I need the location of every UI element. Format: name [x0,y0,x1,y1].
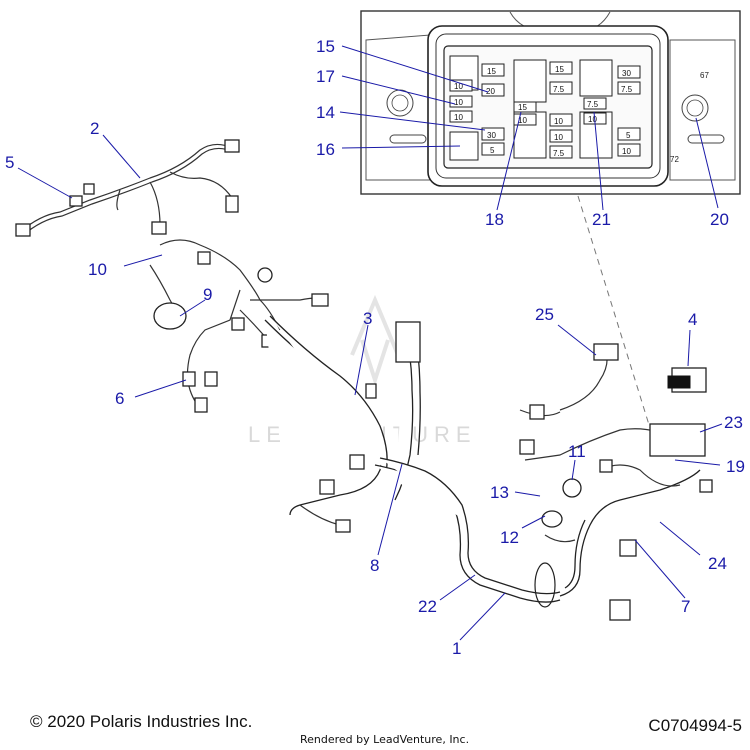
fuse: 10 [513,113,537,126]
callout-20: 20 [710,210,729,229]
rendered-by-text: Rendered by LeadVenture, Inc. [300,733,470,746]
svg-text:15: 15 [487,67,496,76]
svg-text:10: 10 [454,113,463,122]
copyright-text: © 2020 Polaris Industries Inc. [30,712,253,731]
fuse: 15 [549,61,573,75]
callout-12: 12 [500,528,519,547]
callout-3: 3 [363,309,372,328]
leader-lines [17,45,723,641]
callout-7: 7 [681,597,690,616]
svg-text:10: 10 [622,147,631,156]
svg-text:10: 10 [518,116,527,125]
fuse: 15 [481,63,505,77]
svg-text:10: 10 [554,117,563,126]
fuse: 10 [549,129,573,143]
fuse: 7.5 [617,81,641,95]
fuse: 10 [449,95,473,108]
svg-text:7.5: 7.5 [621,85,633,94]
fuse: 15 [513,101,537,113]
callouts: 1 2 3 4 5 6 7 8 9 10 11 12 13 15 17 14 1… [5,37,745,658]
fuse-box-side-number: 67 [700,71,709,80]
callout-5: 5 [5,153,14,172]
fuse: 10 [549,113,573,127]
label-decal [667,375,691,389]
svg-text:5: 5 [490,146,495,155]
fuse: 7.5 [549,81,573,95]
svg-text:20: 20 [486,87,495,96]
callout-2: 2 [90,119,99,138]
fuse: 10 [449,110,473,123]
svg-text:10: 10 [554,133,563,142]
inset-link-line [577,195,651,429]
callout-23: 23 [724,413,743,432]
callout-13: 13 [490,483,509,502]
callout-10: 10 [88,260,107,279]
callout-4: 4 [688,310,697,329]
svg-text:15: 15 [555,65,564,74]
fuse: 7.5 [549,145,573,159]
fuse: 30 [617,65,641,79]
svg-text:10: 10 [588,115,597,124]
callout-21: 21 [592,210,611,229]
fuse: 5 [481,142,505,156]
svg-text:7.5: 7.5 [553,85,565,94]
svg-text:10: 10 [454,98,463,107]
callout-14: 14 [316,103,335,122]
callout-8: 8 [370,556,379,575]
fuse: 7.5 [583,97,607,110]
fuse: 10 [449,79,473,92]
callout-24: 24 [708,554,727,573]
harness-right-cluster [519,343,713,621]
part-code: C0704994-5 [648,716,742,735]
harness-main-3-8 [264,315,561,603]
callout-25: 25 [535,305,554,324]
svg-text:7.5: 7.5 [553,149,565,158]
callout-9: 9 [203,285,212,304]
callout-16: 16 [316,140,335,159]
callout-6: 6 [115,389,124,408]
svg-text:7.5: 7.5 [587,100,599,109]
fuse: 30 [481,127,505,141]
fuse: 10 [617,143,641,157]
fuse: 5 [617,127,641,141]
fuse: 20 [481,83,505,97]
callout-22: 22 [418,597,437,616]
svg-text:15: 15 [518,103,527,112]
svg-text:5: 5 [626,131,631,140]
callout-18: 18 [485,210,504,229]
svg-text:10: 10 [454,82,463,91]
harness-2 [15,139,240,237]
svg-text:30: 30 [622,69,631,78]
callout-15: 15 [316,37,335,56]
callout-19: 19 [726,457,745,476]
harness-10-9-6 [149,239,329,413]
svg-text:30: 30 [487,131,496,140]
fuse-box-inset: 67 72 6 15 20 10 10 30 5 15 10 15 7.5 10… [360,10,741,195]
callout-11: 11 [568,442,586,461]
callout-17: 17 [316,67,335,86]
fuse-box-side-number: 72 [670,155,679,164]
callout-1: 1 [452,639,461,658]
